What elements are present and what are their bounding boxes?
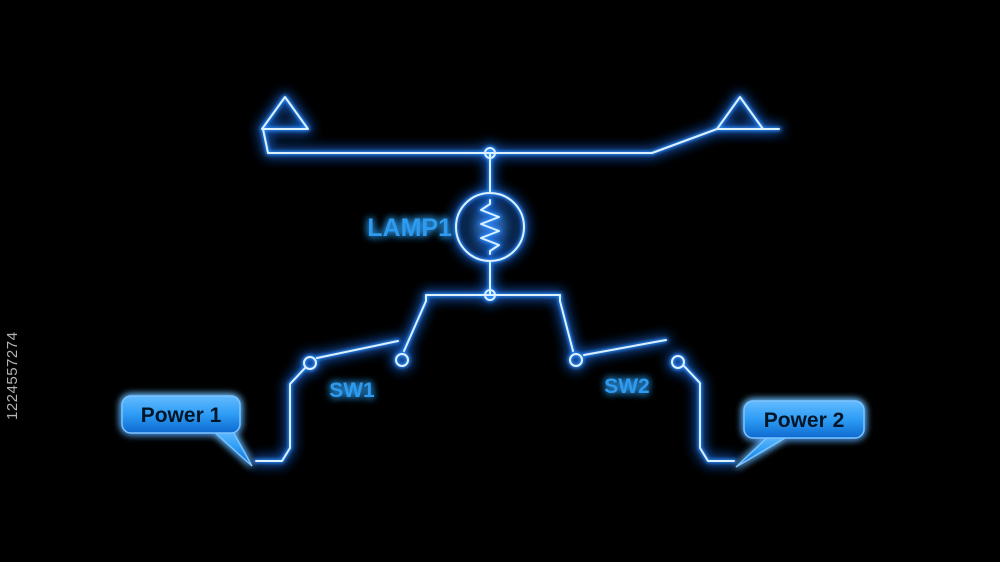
power1-callout-box	[121, 395, 241, 434]
power2-callout-box	[743, 400, 865, 439]
power2-callout: Power 2	[735, 400, 865, 468]
power1-callout: Power 1	[121, 395, 253, 467]
power2-callout-tail	[735, 434, 793, 468]
power1-callout-tail	[210, 429, 253, 467]
switch1-label: SW1	[329, 379, 375, 402]
lamp-label: LAMP1	[367, 214, 452, 242]
switch2-label: SW2	[604, 375, 650, 398]
stock-watermark: 1224557274	[4, 332, 21, 420]
power1-label: Power 1	[141, 404, 222, 427]
power2-label: Power 2	[764, 409, 845, 432]
